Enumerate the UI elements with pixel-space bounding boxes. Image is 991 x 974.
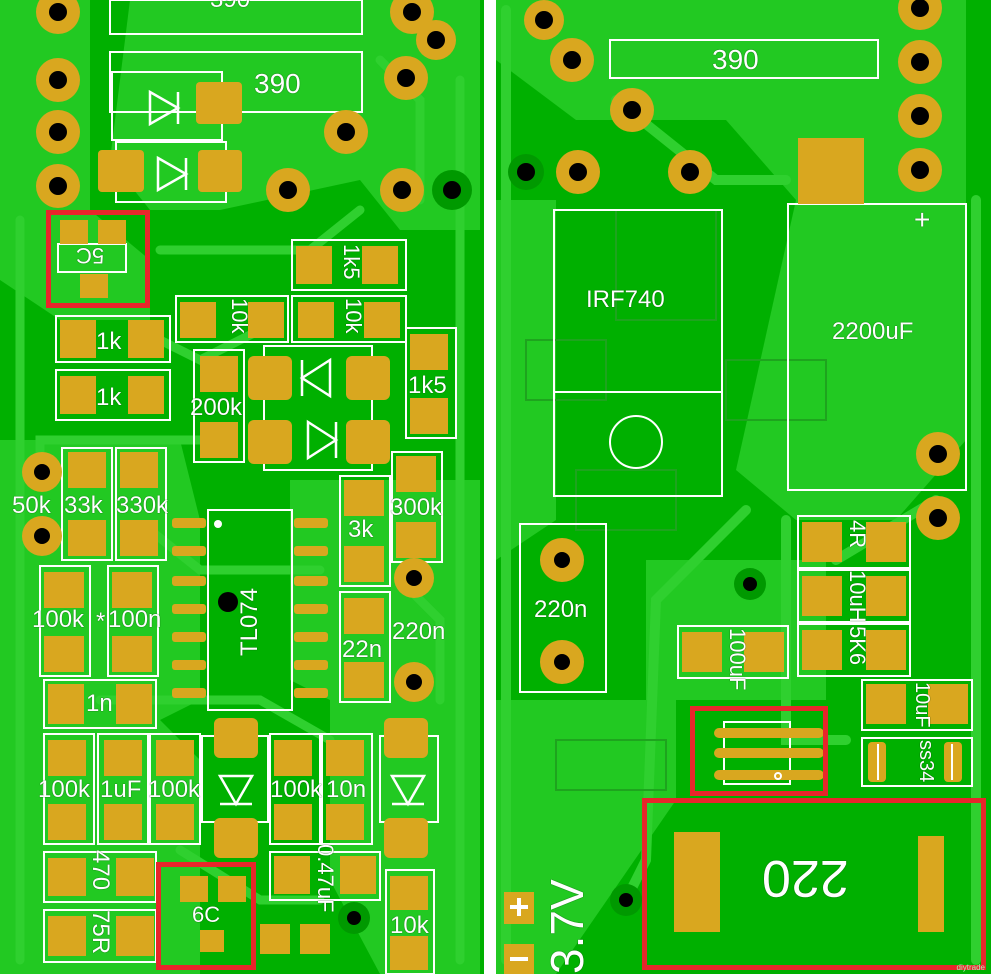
- silk-300k: 300k: [390, 494, 443, 521]
- silk-390: 390: [254, 68, 301, 99]
- silk-tl074: TL074: [236, 587, 263, 656]
- silk-100k-d: 100k: [270, 776, 323, 803]
- silk-1k-a: 1k: [96, 328, 122, 355]
- watermark: diytrade: [956, 963, 985, 972]
- silk-100k-a: 100k: [32, 606, 85, 633]
- silk-390-top-cut: 390: [210, 0, 250, 12]
- silk-star: *: [96, 608, 106, 635]
- silk-100k-b: 100k: [38, 776, 91, 803]
- silk-10uh: 10uH: [845, 570, 870, 623]
- silk-irf740: IRF740: [586, 286, 665, 313]
- pcb-left-artwork: [0, 0, 480, 974]
- silk-6c: 6C: [192, 902, 221, 927]
- silk-22n: 22n: [342, 636, 383, 663]
- silk-100uf: 100uF: [725, 628, 750, 691]
- silk-1k-b: 1k: [96, 384, 122, 411]
- silk-33k: 33k: [64, 492, 103, 519]
- highlight-ic: [690, 706, 828, 796]
- silk-220n: 220n: [392, 618, 446, 645]
- silk-1k5-a: 1k5: [339, 244, 364, 280]
- highlight-inductor: [642, 798, 986, 970]
- silk-4r: 4R: [845, 520, 870, 549]
- silk-100k-c: 100k: [148, 776, 201, 803]
- silk-1n: 1n: [86, 690, 113, 717]
- silk-1k5-b: 1k5: [408, 372, 447, 399]
- silk-10k-b: 10k: [341, 298, 366, 334]
- silk-100n: 100n: [108, 606, 162, 633]
- silk-10k-a: 10k: [227, 298, 252, 334]
- divider: [484, 0, 496, 974]
- silk-5k6: 5K6: [845, 626, 870, 666]
- silk-3-7v: 3.7V: [541, 879, 593, 974]
- silk-470: 470: [87, 850, 114, 891]
- pcb-right-artwork: [496, 0, 981, 974]
- silk-220n: 220n: [534, 596, 588, 623]
- pcb-left-board: 390 390 5C 1k5 10k 10k 1k 1k 200k 1k5 50…: [0, 0, 484, 974]
- silk-1uf: 1uF: [100, 776, 142, 803]
- silk-200k: 200k: [190, 394, 243, 421]
- silk-10uf: 10uF: [911, 682, 933, 728]
- silk-330k: 330k: [116, 492, 169, 519]
- highlight-6c: [156, 862, 256, 970]
- silk-047uf: 0.47uF: [313, 844, 338, 913]
- silk-10k-c: 10k: [390, 912, 429, 939]
- silk-3k: 3k: [348, 516, 374, 543]
- silk-75r: 75R: [87, 910, 114, 955]
- highlight-5c: [46, 210, 150, 308]
- silk-390: 390: [712, 44, 759, 75]
- silk-ss34: ss34: [915, 740, 937, 783]
- silk-2200uf: 2200uF: [832, 318, 914, 345]
- silk-plus: +: [914, 204, 931, 235]
- pcb-right-board: 390 IRF740 + 2200uF 220n 4R 10uH 5K6 100…: [496, 0, 991, 974]
- silk-10n: 10n: [326, 776, 367, 803]
- silk-50k: 50k: [12, 492, 51, 519]
